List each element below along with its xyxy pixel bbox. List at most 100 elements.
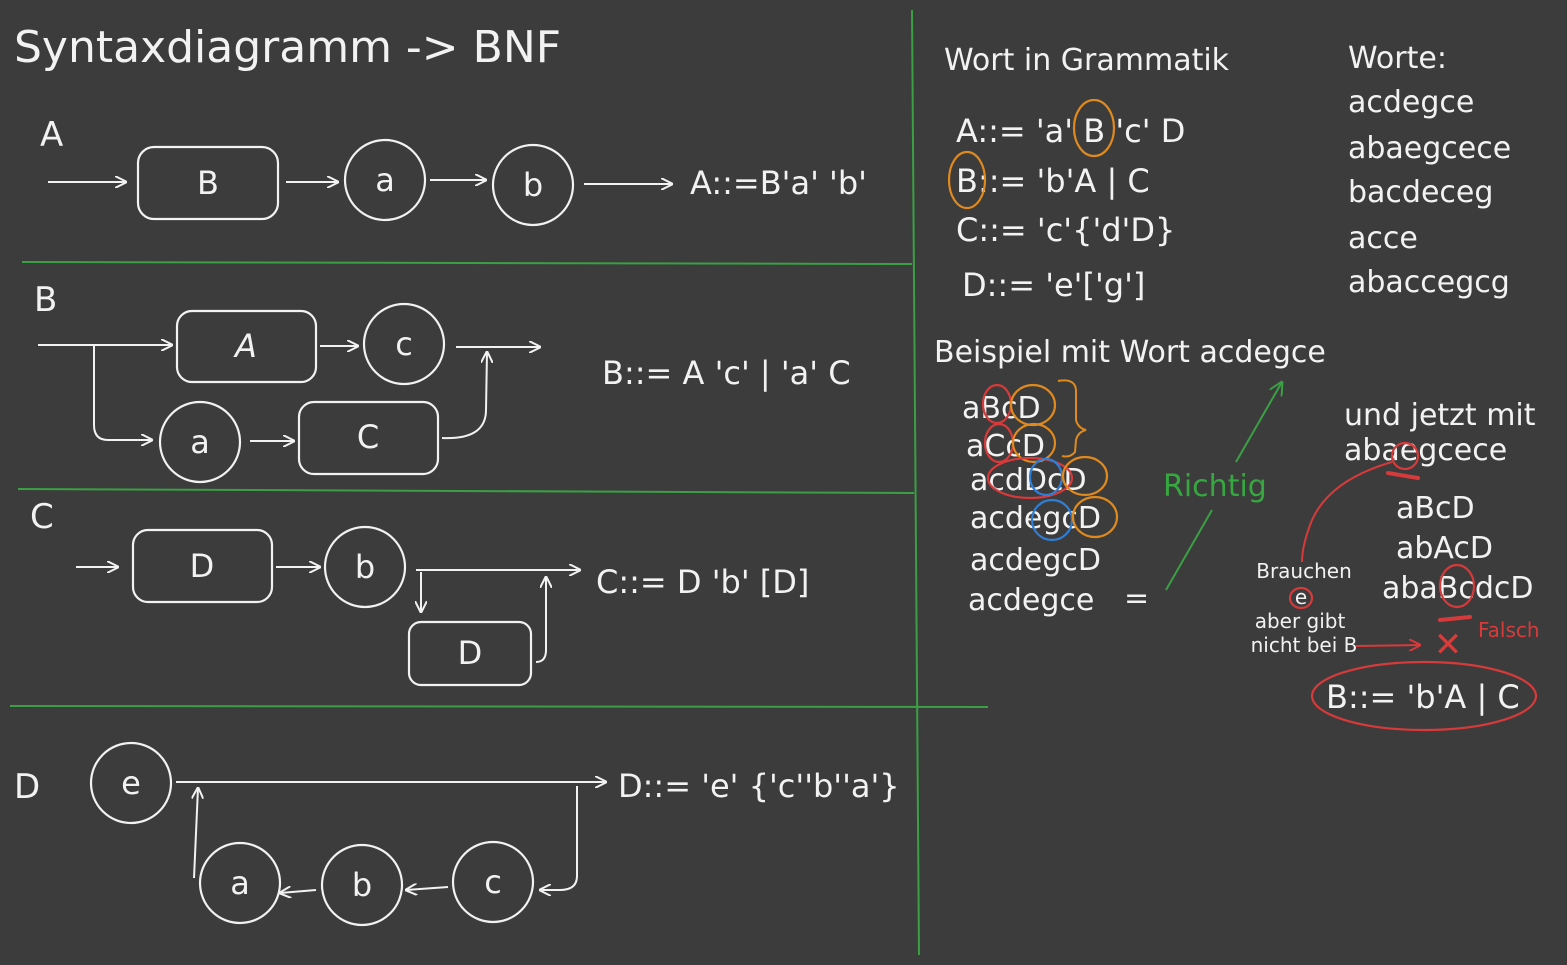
grammar-b-lhs-highlight (947, 150, 987, 210)
grammar-rule-b: B::= 'b'A | C (956, 162, 1150, 200)
diagram-c-label: C (30, 497, 54, 537)
derivation-brace (1057, 379, 1087, 458)
derivation-step: aBcD (962, 391, 1041, 426)
diagram-c-node-d-optional-label: D (458, 634, 483, 672)
note-e: e (1295, 585, 1307, 609)
diagram-d-node-a-terminal-label: a (230, 864, 250, 902)
diagram-c: C D b D C::= D 'b' [D] (30, 497, 809, 687)
derivation-highlight (1061, 455, 1109, 497)
second-example-section: und jetzt mit abaegcece aBcD abAcD abaBc… (1251, 398, 1540, 732)
diagram-d-loop-up-arrow (194, 788, 198, 879)
diagram-b-node-c-terminal-label: c (395, 325, 413, 363)
diagram-a-node-a-label: a (375, 161, 395, 199)
second-derivation-underline (1438, 615, 1472, 622)
diagram-b-merge-arrow (441, 352, 487, 440)
diagram-a-label: A (40, 115, 63, 155)
note-not-in-b: nicht bei B (1251, 633, 1358, 657)
word-item: abaccegcg (1348, 265, 1510, 300)
grammar-rule-a: A::= 'a' B 'c' D (956, 112, 1185, 150)
divider-a-b (21, 261, 913, 265)
diagram-c-node-d-label: D (190, 547, 215, 585)
vertical-divider (911, 9, 920, 956)
verdict-arrow (1235, 382, 1282, 463)
wrong-cross-icon: ✕ (1434, 625, 1463, 665)
diagram-b-node-a (175, 309, 318, 384)
diagram-d-node-e-terminal-label: e (121, 764, 141, 802)
second-derivation-step: abaBcdcD (1382, 571, 1534, 606)
diagram-d-label: D (14, 767, 40, 807)
word-underline (1386, 471, 1420, 480)
note-need: Brauchen (1256, 559, 1352, 583)
grammar-section: Wort in Grammatik A::= 'a' B 'c' D B::= … (944, 43, 1230, 304)
diagram-b-node-a-terminal (158, 400, 242, 484)
diagram-b-node-a-terminal-label: a (190, 423, 210, 461)
diagram-d-node-a-terminal (198, 841, 282, 925)
diagram-b-node-c-label: C (357, 418, 379, 456)
derivation-highlight (1030, 498, 1074, 542)
diagram-c-bnf: C::= D 'b' [D] (596, 563, 809, 601)
verdict-correct: Richtig (1163, 469, 1267, 504)
second-example-link (1301, 461, 1393, 563)
diagram-d-node-c-terminal-label: c (484, 863, 502, 901)
grammar-heading: Wort in Grammatik (944, 43, 1230, 78)
second-example-word: abaegcece (1344, 433, 1507, 468)
diagram-b-node-c-terminal (362, 302, 446, 386)
words-heading: Worte: (1348, 41, 1447, 76)
word-item: acdegce (1348, 85, 1474, 120)
word-item: bacdeceg (1348, 175, 1493, 210)
grammar-rule-d: D::= 'e'['g'] (962, 266, 1145, 304)
diagram-d: D e c b a D::= 'e' {'c''b''a'} (14, 741, 900, 927)
diagram-c-optional-up-arrow (535, 577, 546, 663)
diagram-b-branch-arrow (93, 346, 152, 440)
diagram-a-node-b-terminal (491, 143, 575, 227)
diagram-c-node-b-terminal-label: b (355, 548, 375, 586)
diagram-a: A B a b A::=B'a' 'b' (40, 115, 867, 227)
derivation-highlight (986, 456, 1074, 500)
diagram-b: B A c a C B::= A 'c' | 'a' C (34, 280, 851, 484)
second-derivation-step: aBcD (1396, 491, 1475, 526)
diagram-d-bnf: D::= 'e' {'c''b''a'} (618, 767, 900, 805)
board-title: Syntaxdiagramm -> BNF (14, 22, 561, 73)
verdict-wrong: Falsch (1478, 618, 1540, 642)
diagram-d-node-c-terminal (451, 840, 535, 924)
derivation-highlight (1011, 422, 1057, 464)
note-but: aber gibt (1255, 609, 1346, 633)
diagram-d-node-e-terminal (89, 741, 173, 825)
diagram-d-loop-arrow-1 (406, 887, 449, 890)
diagram-b-bnf: B::= A 'c' | 'a' C (602, 354, 851, 392)
diagram-c-node-d (131, 528, 274, 604)
second-derivation-highlight (1438, 563, 1476, 609)
diagram-d-node-b-terminal-label: b (352, 866, 372, 904)
diagram-b-node-a-label: A (233, 327, 257, 365)
diagram-a-bnf: A::=B'a' 'b' (690, 164, 867, 202)
derivation-step: acdegcD (970, 543, 1101, 578)
highlighted-rule-b: B::= 'b'A | C (1326, 678, 1520, 716)
diagram-a-node-b-label: B (197, 164, 219, 202)
divider-c-d (9, 705, 989, 708)
diagram-a-node-b (136, 145, 280, 221)
diagram-c-node-d-optional (407, 620, 533, 687)
diagram-d-loop-down-arrow (540, 786, 578, 890)
note-arrow (1355, 645, 1420, 646)
words-section: Worte: acdegce abaegcece bacdeceg acce a… (1348, 41, 1511, 300)
diagram-c-node-b-terminal (323, 525, 407, 609)
note-e-highlight (1288, 586, 1314, 610)
word-item: abaegcece (1348, 131, 1511, 166)
grammar-rule-c: C::= 'c'{'d'D} (956, 211, 1175, 249)
word-item: acce (1348, 221, 1418, 256)
diagram-d-loop-arrow-2 (280, 890, 317, 893)
diagram-b-node-c (297, 400, 440, 476)
second-example-heading: und jetzt mit (1344, 398, 1536, 433)
rule-highlight (1310, 660, 1538, 732)
diagram-a-node-a (343, 138, 427, 222)
diagram-d-node-b-terminal (320, 843, 404, 927)
example-section: Beispiel mit Wort acdegce aBcD aCcD acdD… (934, 335, 1326, 618)
diagram-b-label: B (34, 280, 57, 320)
derivation-step: acdegce (968, 583, 1094, 618)
word-highlight (1390, 441, 1420, 471)
example-heading: Beispiel mit Wort acdegce (934, 335, 1326, 370)
derivation-equals: = (1124, 581, 1149, 616)
section-dividers (9, 9, 989, 956)
grammar-b-highlight (1072, 98, 1116, 158)
